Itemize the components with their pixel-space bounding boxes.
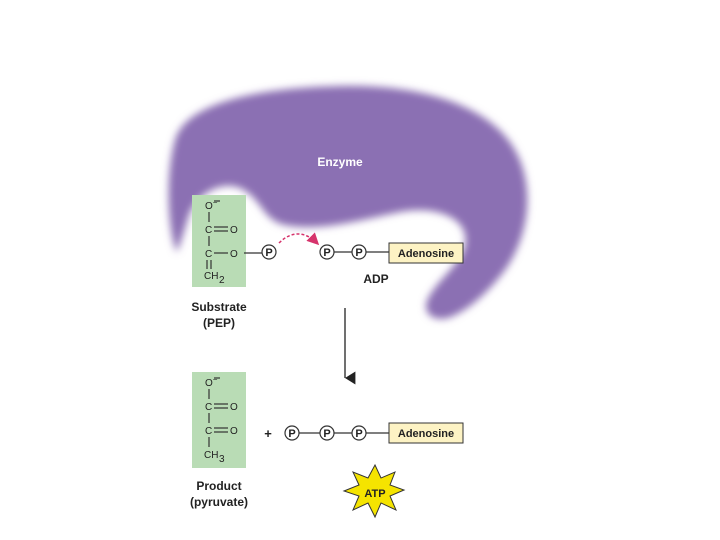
atp-phosphate-1-label: P bbox=[288, 428, 295, 440]
substrate-caption-abbrev: (PEP) bbox=[203, 316, 235, 330]
substrate-caption: Substrate bbox=[191, 300, 247, 314]
adp-phosphate-2-label: P bbox=[355, 247, 362, 259]
enzyme-shape bbox=[168, 85, 528, 319]
plus-sign: + bbox=[264, 426, 272, 441]
product-box bbox=[192, 372, 246, 468]
substrate-o-phosphate: O bbox=[230, 249, 238, 260]
substrate-structure: O− C O C O CH 2 bbox=[192, 195, 246, 287]
adp-label: ADP bbox=[363, 272, 388, 286]
enzyme-label: Enzyme bbox=[317, 155, 363, 169]
adp-phosphate-1-label: P bbox=[323, 247, 330, 259]
product-c1: C bbox=[205, 402, 212, 413]
product-structure: O− C O C O CH 3 bbox=[192, 372, 246, 468]
phosphate-label-substrate: P bbox=[265, 247, 272, 259]
adp-adenosine-label: Adenosine bbox=[398, 248, 454, 260]
product-ch-subscript: 3 bbox=[219, 454, 225, 465]
substrate-o-double: O bbox=[230, 225, 238, 236]
atp-phosphate-3-label: P bbox=[355, 428, 362, 440]
adp-adenosine-box bbox=[388, 242, 464, 264]
product-o-double-1: O bbox=[230, 402, 238, 413]
atp-adenosine-label: Adenosine bbox=[398, 428, 454, 440]
phosphate-group-substrate bbox=[261, 244, 277, 260]
phosphate-transfer-arrow bbox=[278, 232, 320, 246]
atp-burst-label: ATP bbox=[364, 488, 385, 500]
product-o-double-2: O bbox=[230, 426, 238, 437]
substrate-ch-subscript: 2 bbox=[219, 275, 225, 286]
atp-phosphate-2-label: P bbox=[323, 428, 330, 440]
atp-molecule: P P P Adenosine bbox=[284, 422, 464, 444]
product-c2: C bbox=[205, 426, 212, 437]
product-ch: CH bbox=[204, 450, 218, 461]
atp-starburst bbox=[342, 463, 406, 519]
adp-molecule: P P Adenosine bbox=[319, 242, 464, 264]
product-caption-name: (pyruvate) bbox=[190, 495, 248, 509]
substrate-c2: C bbox=[205, 249, 212, 260]
atp-adenosine-box bbox=[388, 422, 464, 444]
substrate-ch: CH bbox=[204, 271, 218, 282]
product-caption: Product bbox=[196, 479, 241, 493]
substrate-c1: C bbox=[205, 225, 212, 236]
substrate-box bbox=[192, 195, 246, 287]
